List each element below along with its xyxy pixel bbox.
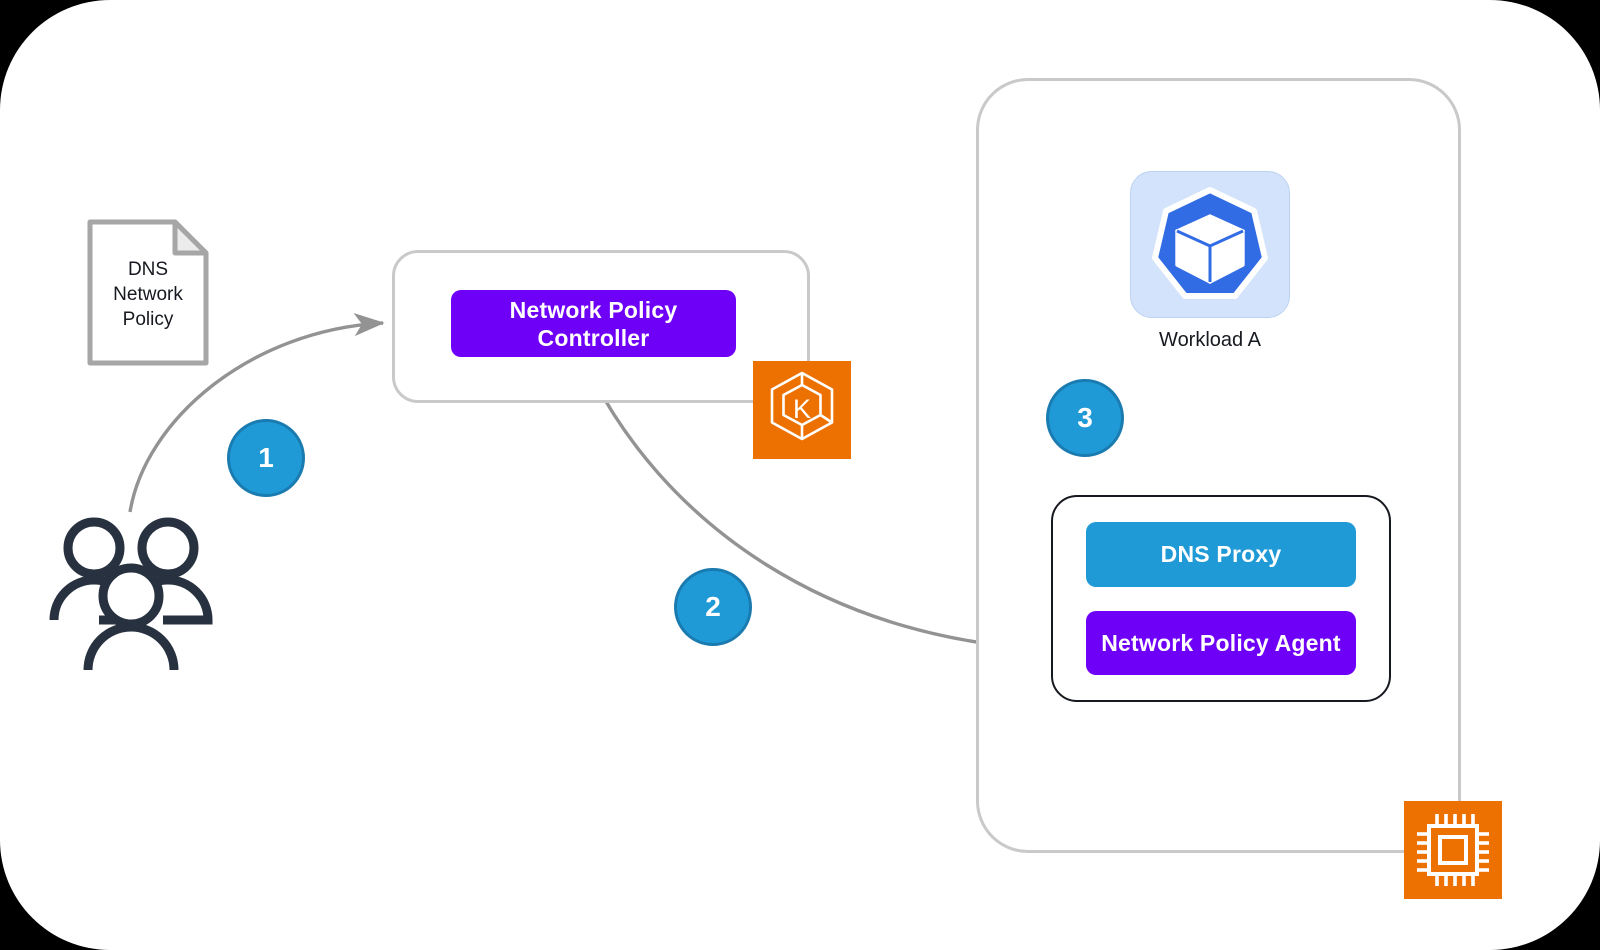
amazon-ec2-icon[interactable]: [1404, 801, 1502, 899]
document-page-icon: [87, 219, 209, 366]
dns-network-policy-document[interactable]: DNS Network Policy: [87, 219, 209, 366]
amazon-eks-icon[interactable]: K: [753, 361, 851, 459]
users-group-icon[interactable]: [46, 510, 216, 671]
network-policy-agent-chip[interactable]: Network Policy Agent: [1086, 611, 1356, 675]
step-badge-1: 1: [227, 419, 305, 497]
doc-line-2: Network: [113, 284, 183, 305]
workload-a-label: Workload A: [1159, 329, 1261, 351]
kubernetes-pod-icon: [1130, 171, 1290, 318]
step-badge-2: 2: [674, 568, 752, 646]
dns-proxy-chip[interactable]: DNS Proxy: [1086, 522, 1356, 587]
npc-label-line2: Controller: [537, 324, 650, 351]
step-badge-3: 3: [1046, 379, 1124, 457]
network-policy-controller-chip[interactable]: Network Policy Controller: [451, 290, 736, 357]
npc-label-line1: Network Policy: [509, 296, 678, 323]
doc-line-3: Policy: [122, 309, 174, 330]
doc-line-1: DNS: [127, 259, 169, 280]
workload-a-node[interactable]: Workload A: [1130, 171, 1290, 357]
dns-network-policy-label: DNS Network Policy: [87, 257, 209, 332]
svg-text:K: K: [793, 394, 811, 424]
